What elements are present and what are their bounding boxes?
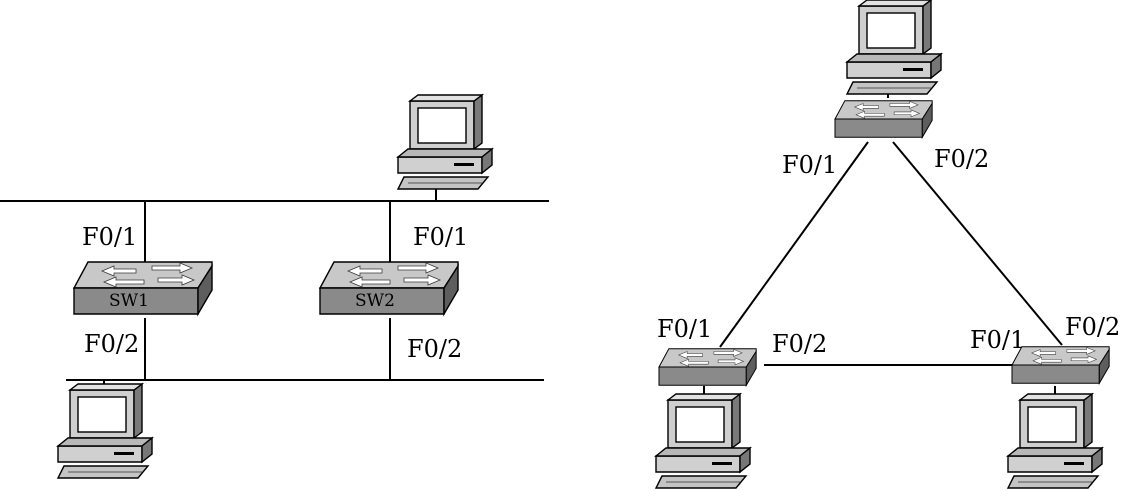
bottom-left-computer-icon xyxy=(655,393,751,489)
sw1-port-f01-label: F0/1 xyxy=(82,223,137,251)
bottom-left-switch-port-f01-label: F0/1 xyxy=(657,315,712,343)
sw1-name: SW1 xyxy=(109,291,149,311)
bottom-right-computer-icon xyxy=(1007,393,1103,489)
top-switch-port-f02-label: F0/2 xyxy=(934,145,989,173)
bottom-left-switch-icon xyxy=(658,348,757,386)
bottom-computer-icon xyxy=(57,383,153,479)
sw2-port-f02-label: F0/2 xyxy=(407,335,462,363)
link-top-to-bottom-left xyxy=(719,141,869,348)
sw2-name: SW2 xyxy=(355,291,395,311)
bottom-right-switch-port-f02-label: F0/2 xyxy=(1065,313,1120,341)
top-switch-icon xyxy=(834,100,933,138)
top-switch-port-f01-label: F0/1 xyxy=(782,151,837,179)
top-computer-icon xyxy=(846,0,942,95)
left-topology: SW1 SW2 F0/1 F0/2 F0/1 F0/2 xyxy=(0,94,549,479)
link-top-to-bottom-right xyxy=(892,141,1063,346)
right-topology: F0/1 F0/2 F0/1 F0/2 F0/1 F0/2 xyxy=(655,0,1120,489)
bottom-right-switch-icon xyxy=(1011,346,1110,384)
sw1-port-f02-label: F0/2 xyxy=(84,330,139,358)
sw2-port-f01-label: F0/1 xyxy=(413,223,468,251)
bottom-right-switch-port-f01-label: F0/1 xyxy=(970,326,1025,354)
top-computer-icon xyxy=(397,94,493,190)
bottom-left-switch-port-f02-label: F0/2 xyxy=(772,330,827,358)
